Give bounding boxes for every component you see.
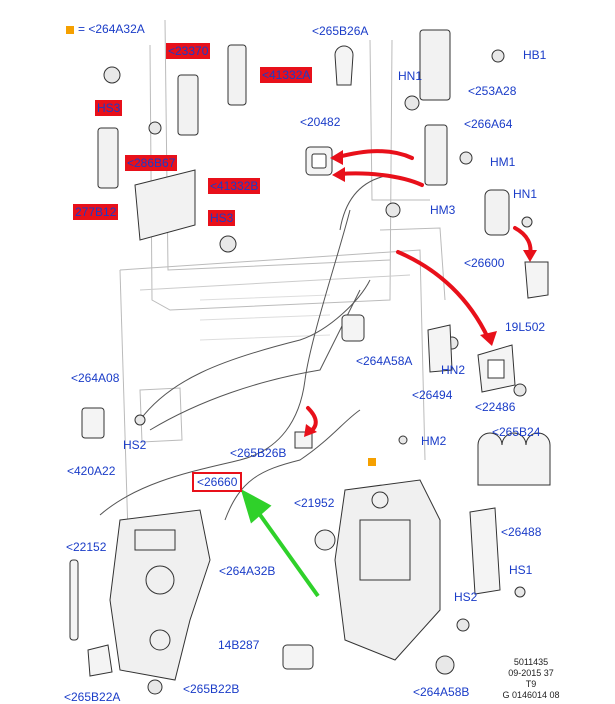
footer-line-4: G 0146014 08: [502, 690, 560, 700]
label-420A22: <420A22: [67, 464, 116, 478]
label-22486: <22486: [475, 400, 516, 414]
cable-lower: [99, 209, 351, 516]
label-19L502: 19L502: [505, 320, 546, 334]
label-277B12-highlight: 277B12: [73, 204, 119, 220]
label-265B24: <265B24: [492, 425, 541, 439]
label-14B287: 14B287: [218, 638, 260, 652]
legend-marker-icon: [66, 25, 74, 34]
cable-upper: [139, 279, 371, 421]
label-HM1: HM1: [490, 155, 516, 169]
bracket-26494: [427, 324, 453, 373]
legend: = <264A32A: [66, 22, 145, 36]
label-20482: <20482: [300, 115, 341, 129]
motor-14B287: [282, 644, 314, 670]
label-22152: <22152: [66, 540, 107, 554]
label-264A58A: <264A58A: [356, 354, 413, 368]
diagram-reference: 5011435 09-2015 37 T9 G 0146014 08: [486, 657, 576, 701]
label-HS2-b: HS2: [454, 590, 478, 604]
legend-code: <264A32A: [88, 22, 145, 36]
orange-marker-icon: [368, 458, 376, 466]
hinge-upper: [97, 29, 510, 241]
label-23370-highlight: <23370: [166, 43, 211, 59]
bolts: [103, 49, 533, 695]
bracket-26488: [469, 507, 501, 595]
label-265B22B: <265B22B: [183, 682, 240, 696]
label-286B67-highlight: <286B67: [125, 155, 178, 171]
label-265B26B: <265B26B: [230, 446, 287, 460]
label-HS2-a: HS2: [123, 438, 147, 452]
label-41332B-highlight: <41332B: [208, 178, 261, 194]
clip-265B24: [477, 432, 551, 486]
label-26660-highlight: <26660: [192, 472, 243, 492]
cable-lower-b: [224, 409, 361, 521]
green-arrow: [240, 488, 320, 598]
hinge-264A08: [81, 407, 105, 439]
door-latch-264A32B: [109, 509, 211, 681]
label-26600: <26600: [464, 256, 505, 270]
label-264A58B: <264A58B: [413, 685, 470, 699]
footer-line-3: T9: [525, 679, 537, 689]
actuator-264A58A: [341, 314, 365, 342]
label-264A32B: <264A32B: [219, 564, 276, 578]
clip-265B26A: [334, 45, 354, 86]
legend-eq: =: [78, 22, 86, 36]
rod-22152: [69, 559, 79, 641]
label-26494: <26494: [412, 388, 453, 402]
arrow-to-22486: [396, 250, 490, 340]
arrow-to-20482-b: [338, 171, 424, 187]
label-HM2: HM2: [421, 434, 447, 448]
arrow-to-20482-a: [336, 149, 414, 160]
bracket-19L502: [524, 261, 549, 299]
footer-line-2: 09-2015 37: [508, 668, 554, 678]
label-HN1-a: HN1: [398, 69, 423, 83]
label-265B22A: <265B22A: [64, 690, 121, 704]
label-26488: <26488: [501, 525, 542, 539]
label-HB1: HB1: [523, 48, 547, 62]
label-265B26A: <265B26A: [312, 24, 369, 38]
cable-middle: [149, 289, 361, 431]
label-HS1: HS1: [509, 563, 533, 577]
label-HS3-a-highlight: HS3: [95, 100, 123, 116]
lock-module-21952: [314, 479, 441, 661]
label-253A28: <253A28: [468, 84, 517, 98]
label-266A64: <266A64: [464, 117, 513, 131]
clip-265B22A: [87, 644, 113, 677]
label-41332A-highlight: <41332A: [260, 67, 313, 83]
label-264A08: <264A08: [71, 371, 120, 385]
label-HM3: HM3: [430, 203, 456, 217]
label-HN1-b: HN1: [513, 187, 538, 201]
label-HS3-b-highlight: HS3: [208, 210, 236, 226]
label-21952: <21952: [294, 496, 335, 510]
footer-line-1: 5011435: [513, 657, 549, 667]
label-HN2: HN2: [441, 363, 466, 377]
